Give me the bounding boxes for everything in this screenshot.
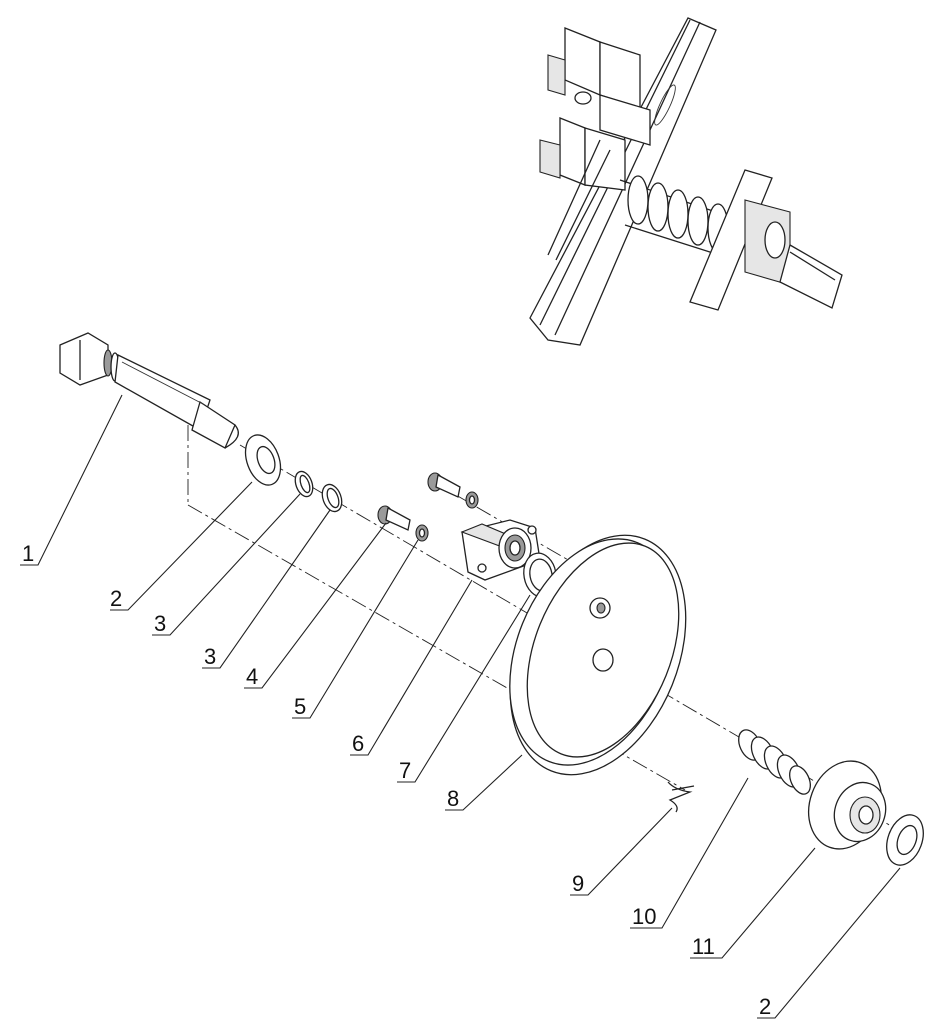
part-3-oring-a: [294, 470, 314, 498]
part-4-screw-upper: [427, 472, 461, 498]
callout-11: 11: [692, 934, 715, 959]
part-1-shaft: [59, 332, 239, 449]
callout-8: 8: [447, 786, 459, 811]
assembled-flange: [689, 169, 791, 311]
callout-1: 1: [22, 541, 34, 566]
leader-2a: [110, 481, 253, 611]
callout-5: 5: [294, 694, 306, 719]
part-11-spring-cap: [808, 760, 887, 850]
assembled-shaft-end: [779, 244, 843, 309]
assembled-bracket-lower: [539, 117, 626, 261]
part-2-washer: [244, 434, 282, 486]
leader-7: [397, 594, 531, 783]
part-8-disc: [509, 534, 687, 776]
part-3-oring-b: [321, 483, 343, 513]
part-10-spring: [738, 729, 811, 795]
leader-lines: [20, 394, 901, 1019]
part-2-washer-end: [886, 814, 924, 866]
leader-10: [630, 777, 749, 929]
callout-2a: 2: [110, 586, 122, 611]
leader-9: [570, 807, 673, 896]
callout-2b: 2: [759, 994, 771, 1019]
part-4-screw-lower: [377, 505, 411, 531]
callout-3b: 3: [204, 644, 216, 669]
callout-4: 4: [246, 664, 258, 689]
callout-3a: 3: [154, 611, 166, 636]
callout-6: 6: [352, 731, 364, 756]
leader-3b: [202, 509, 331, 669]
assembled-view: [529, 17, 843, 346]
leader-6: [350, 579, 473, 756]
callout-7: 7: [399, 758, 411, 783]
leader-2b: [757, 867, 901, 1019]
part-5-nut-upper: [465, 491, 479, 509]
leader-11: [690, 847, 816, 959]
leader-3a: [152, 493, 301, 636]
callout-9: 9: [572, 871, 584, 896]
part-5-nut-lower: [415, 524, 429, 542]
leader-4: [244, 522, 387, 689]
callout-labels: 1 2 3 3 4 5 6 7 8 9 10 11 2: [22, 541, 771, 1019]
callout-10: 10: [632, 904, 656, 929]
assembled-bracket-upper: [547, 27, 651, 146]
part-9-clip: [667, 781, 695, 813]
leader-5: [292, 539, 419, 719]
part-6-flange-housing: [460, 519, 541, 581]
leader-8: [445, 754, 523, 811]
leader-1: [20, 394, 123, 566]
